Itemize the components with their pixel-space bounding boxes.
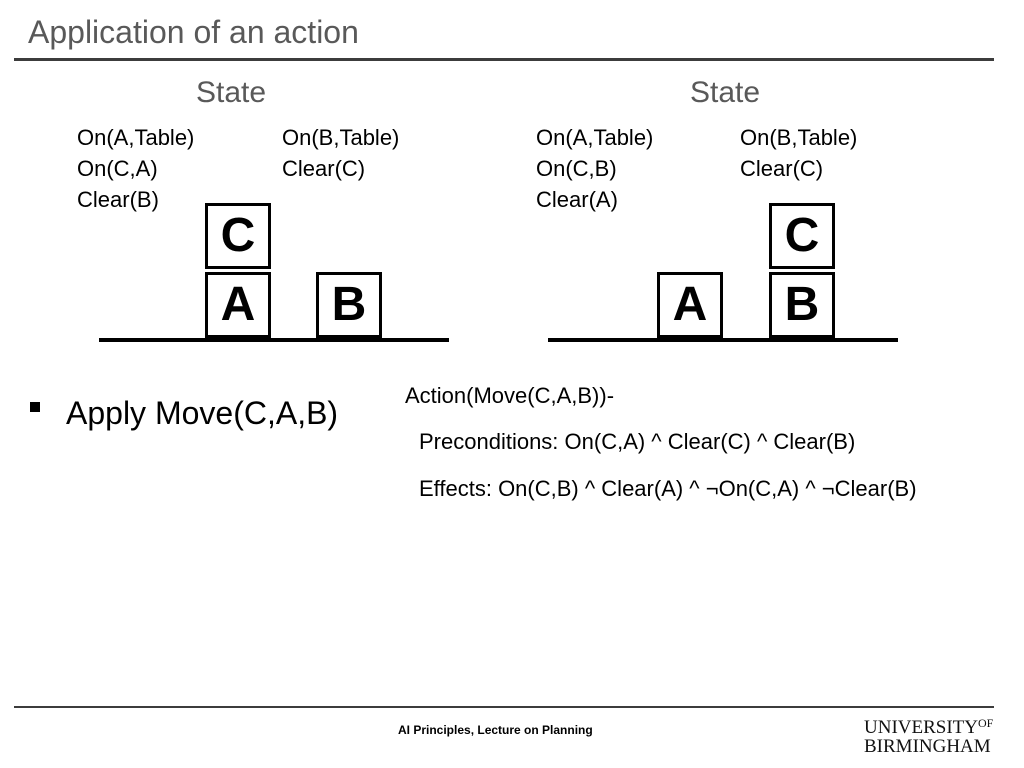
left-state-predicates-col2: On(B,Table) Clear(C) (282, 122, 399, 184)
left-block-c: C (205, 203, 271, 269)
left-state-predicates-col1: On(A,Table) On(C,A) Clear(B) (77, 122, 194, 215)
predicate: On(C,B) (536, 156, 617, 181)
action-effects: Effects: On(C,B) ^ Clear(A) ^ ¬On(C,A) ^… (419, 476, 917, 501)
predicate: Clear(A) (536, 187, 618, 212)
logo-line2: BIRMINGHAM (864, 736, 991, 757)
logo-of: OF (978, 716, 994, 730)
predicate: On(C,A) (77, 156, 158, 181)
predicate: On(B,Table) (282, 125, 400, 150)
left-table-line (99, 338, 449, 342)
action-preconditions: Preconditions: On(C,A) ^ Clear(C) ^ Clea… (419, 429, 856, 454)
footer-text: AI Principles, Lecture on Planning (398, 723, 593, 737)
predicate: Clear(C) (740, 156, 824, 181)
university-logo: UNIVERSITYOF BIRMINGHAM (864, 716, 994, 757)
right-block-b: B (769, 272, 835, 338)
right-state-predicates-col2: On(B,Table) Clear(C) (740, 122, 857, 184)
right-table-line (548, 338, 898, 342)
action-header: Action(Move(C,A,B))- (405, 383, 615, 408)
predicate: Clear(B) (77, 187, 159, 212)
predicate: Clear(C) (282, 156, 366, 181)
predicate: On(A,Table) (77, 125, 195, 150)
footer-divider (14, 706, 994, 708)
right-state-heading: State (690, 76, 761, 109)
right-state-predicates-col1: On(A,Table) On(C,B) Clear(A) (536, 122, 653, 215)
predicate: On(B,Table) (740, 125, 858, 150)
bullet-text: Apply Move(C,A,B) (66, 395, 339, 431)
bullet-square-icon (30, 402, 40, 412)
left-block-a: A (205, 272, 271, 338)
logo-line1: UNIVERSITY (864, 717, 978, 738)
title-divider (14, 58, 994, 61)
left-state-heading: State (196, 76, 267, 109)
right-block-a: A (657, 272, 723, 338)
slide-title: Application of an action (28, 14, 359, 50)
predicate: On(A,Table) (536, 125, 654, 150)
left-block-b: B (316, 272, 382, 338)
right-block-c: C (769, 203, 835, 269)
